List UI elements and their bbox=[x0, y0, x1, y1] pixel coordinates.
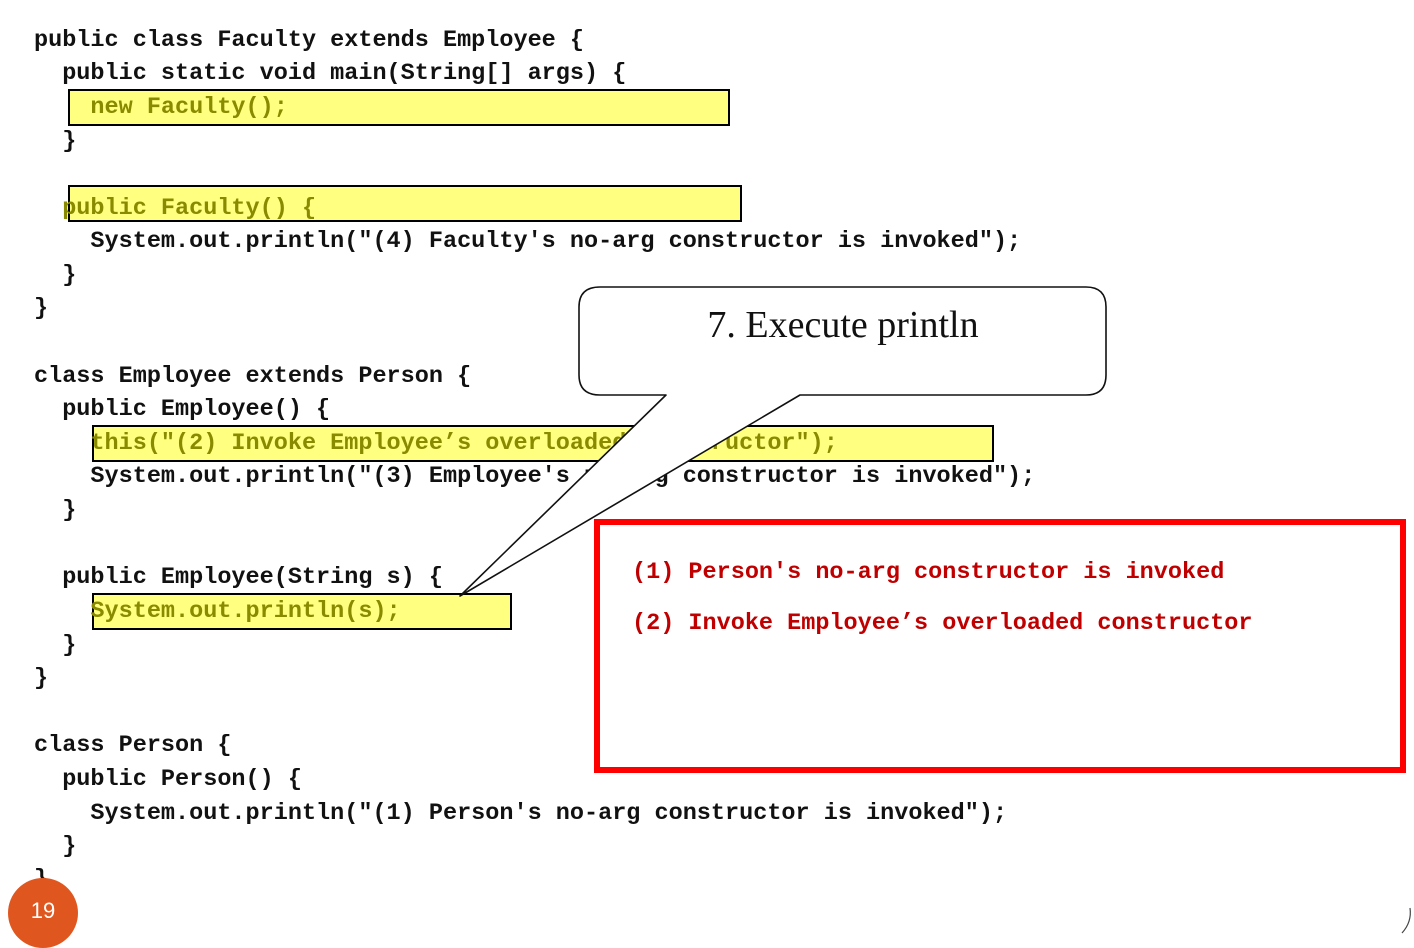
highlight-new-faculty bbox=[68, 89, 730, 126]
code-line: public Employee(String s) { bbox=[34, 564, 443, 591]
code-line: System.out.println("(4) Faculty's no-arg… bbox=[34, 228, 1022, 255]
code-line: public Faculty() { bbox=[34, 195, 317, 222]
code-line: } bbox=[34, 295, 49, 322]
code-line: public Employee() { bbox=[34, 396, 331, 423]
code-line: public Person() { bbox=[34, 766, 302, 793]
code-line: public static void main(String[] args) { bbox=[34, 60, 627, 87]
slide-number-badge: 19 bbox=[8, 878, 78, 948]
code-line: } bbox=[34, 632, 77, 659]
code-line: } bbox=[34, 665, 49, 692]
highlight-println-s bbox=[92, 593, 512, 630]
code-line: } bbox=[34, 833, 77, 860]
code-line: } bbox=[34, 128, 77, 155]
highlight-faculty-constructor bbox=[68, 185, 742, 222]
callout-text: 7. Execute println bbox=[707, 304, 979, 346]
code-line: System.out.println(s); bbox=[34, 598, 401, 625]
code-line: } bbox=[34, 497, 77, 524]
code-line: this("(2) Invoke Employee’s overloaded c… bbox=[34, 430, 838, 457]
code-line: } bbox=[34, 262, 77, 289]
callout-shape bbox=[459, 286, 1107, 597]
code-line: new Faculty(); bbox=[34, 94, 288, 121]
highlight-this-call bbox=[92, 425, 994, 462]
code-line: System.out.println("(1) Person's no-arg … bbox=[34, 800, 1008, 827]
code-line: class Employee extends Person { bbox=[34, 363, 472, 390]
code-line: class Person { bbox=[34, 732, 232, 759]
corner-ornament-icon bbox=[1401, 907, 1411, 934]
output-line: (1) Person's no-arg constructor is invok… bbox=[632, 559, 1225, 586]
code-line: public class Faculty extends Employee { bbox=[34, 27, 584, 54]
output-line: (2) Invoke Employee’s overloaded constru… bbox=[632, 610, 1253, 637]
output-box: (1) Person's no-arg constructor is invok… bbox=[594, 519, 1406, 773]
